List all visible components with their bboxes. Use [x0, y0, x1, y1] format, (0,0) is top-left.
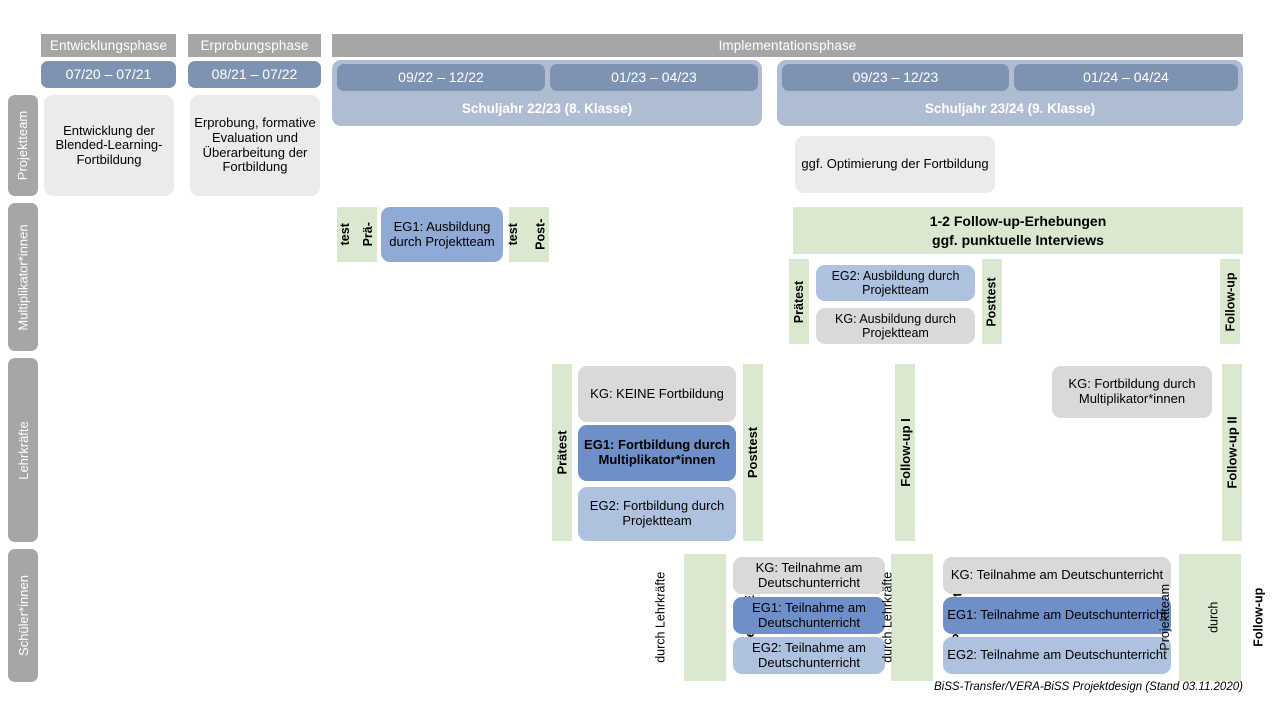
role-label-lehrkraefte-text: Lehrkräfte	[15, 420, 31, 480]
lehrkraefte-followup1-column: Follow-up I	[895, 364, 915, 541]
lehrkraefte-kg-keine-box: KG: KEINE Fortbildung	[578, 366, 736, 422]
schueler-eg2-box-2: EG2: Teilnahme am Deutschunterricht	[943, 637, 1171, 674]
lehrkraefte-eg1-box: EG1: Fortbildung durch Multiplikator*inn…	[578, 425, 736, 481]
multiplikatoren-posttest2-column: Posttest	[982, 259, 1002, 344]
multiplikatoren-pretest2-text: Prätest	[792, 280, 807, 323]
period-chip-0124-0424: 01/24 – 04/24	[1014, 64, 1238, 91]
lehrkraefte-followup1-text: Follow-up I	[897, 418, 913, 487]
period-chip-0922-1222: 09/22 – 12/22	[337, 64, 545, 91]
lehrkraefte-posttest-column: Posttest	[743, 364, 763, 541]
multiplikatoren-eg2-box: EG2: Ausbildung durch Projektteam	[816, 265, 975, 301]
phase-header-implementationsphase: Implementationsphase	[332, 34, 1243, 57]
role-label-schuelerinnen: Schüler*innen	[8, 549, 38, 682]
multiplikatoren-pretest-line2: test	[337, 223, 352, 246]
period-chip-0123-0423: 01/23 – 04/23	[550, 64, 758, 91]
schueler-followup-sub2: Projektteam	[1157, 584, 1172, 651]
period-chip-0720-0721: 07/20 – 07/21	[41, 61, 176, 88]
schueler-pretest-column: Prätest (VERA) durch Lehrkräfte	[653, 554, 757, 681]
multiplikatoren-posttest-line1: Post-	[532, 218, 547, 251]
multiplikatoren-eg1-box: EG1: Ausbildung durch Projektteam	[381, 207, 503, 262]
multiplikatoren-kg-box: KG: Ausbildung durch Projektteam	[816, 308, 975, 344]
multiplikatoren-followup-banner: 1-2 Follow-up-Erhebungen ggf. punktuelle…	[793, 207, 1243, 254]
period-chip-0923-1223: 09/23 – 12/23	[782, 64, 1009, 91]
multiplikatoren-followup-text: Follow-up	[1223, 271, 1238, 332]
schoolyear-label-2324: Schuljahr 23/24 (9. Klasse)	[924, 100, 1096, 116]
role-label-multiplikatorinnen: Multiplikator*innen	[8, 203, 38, 351]
role-label-projektteam-text: Projektteam	[15, 110, 31, 181]
lehrkraefte-kg-fortbildung-box: KG: Fortbildung durch Multiplikator*inne…	[1052, 366, 1212, 418]
projektteam-optimierung-box: ggf. Optimierung der Fortbildung	[795, 136, 995, 193]
followup-banner-line2: ggf. punktuelle Interviews	[932, 231, 1104, 248]
phase-header-erprobungsphase: Erprobungsphase	[188, 34, 321, 57]
lehrkraefte-pretest-column: Prätest	[552, 364, 572, 541]
phase-header-entwicklungsphase: Entwicklungsphase	[41, 34, 176, 57]
role-label-lehrkraefte: Lehrkräfte	[8, 358, 38, 542]
schueler-kg-box-2: KG: Teilnahme am Deutschunterricht	[943, 557, 1171, 594]
schoolyear-group-2324: 09/23 – 12/23 01/24 – 04/24 Schuljahr 23…	[777, 60, 1243, 126]
lehrkraefte-followup2-column: Follow-up II	[1222, 364, 1242, 541]
schueler-pretest-sub: durch Lehrkräfte	[653, 571, 668, 664]
multiplikatoren-followup-column: Follow-up	[1220, 259, 1240, 344]
multiplikatoren-pretest2-column: Prätest	[789, 259, 809, 344]
lehrkraefte-eg2-box: EG2: Fortbildung durch Projektteam	[578, 487, 736, 541]
multiplikatoren-pretest-column: Prä- test	[337, 207, 377, 262]
multiplikatoren-pretest-line1: Prä-	[360, 222, 375, 247]
projektteam-entwicklung-box: Entwicklung der Blended-Learning-Fortbil…	[44, 95, 174, 196]
projektteam-erprobung-box: Erprobung, formative Evaluation und Über…	[190, 95, 320, 196]
schueler-eg2-box-1: EG2: Teilnahme am Deutschunterricht	[733, 637, 885, 674]
role-label-multiplikatorinnen-text: Multiplikator*innen	[15, 223, 31, 331]
role-label-schuelerinnen-text: Schüler*innen	[15, 575, 31, 656]
schueler-kg-box-1: KG: Teilnahme am Deutschunterricht	[733, 557, 885, 594]
lehrkraefte-pretest-text: Prätest	[554, 430, 570, 475]
schueler-followup-column: Follow-up durch Projektteam	[1158, 554, 1266, 681]
period-chip-0821-0722: 08/21 – 07/22	[188, 61, 321, 88]
schueler-eg1-box-1: EG1: Teilnahme am Deutschunterricht	[733, 597, 885, 634]
followup-banner-line1: 1-2 Follow-up-Erhebungen	[929, 213, 1107, 230]
schueler-eg1-box-2: EG1: Teilnahme am Deutschunterricht	[943, 597, 1171, 634]
multiplikatoren-posttest-line2: test	[506, 223, 521, 246]
schueler-posttest-column: Posttest durch Lehrkräfte	[880, 554, 964, 681]
role-label-projektteam: Projektteam	[8, 95, 38, 196]
lehrkraefte-posttest-text: Posttest	[745, 426, 761, 479]
schoolyear-group-2223: 09/22 – 12/22 01/23 – 04/23 Schuljahr 22…	[332, 60, 762, 126]
schueler-followup-sub1: durch	[1206, 601, 1221, 634]
multiplikatoren-posttest2-text: Posttest	[985, 276, 1000, 327]
schoolyear-label-2223: Schuljahr 22/23 (8. Klasse)	[461, 100, 633, 116]
lehrkraefte-followup2-text: Follow-up II	[1224, 416, 1240, 489]
footer-source-note: BiSS-Transfer/VERA-BiSS Projektdesign (S…	[934, 681, 1243, 693]
multiplikatoren-posttest-column: Post- test	[506, 207, 549, 262]
schueler-followup-bold: Follow-up	[1251, 587, 1266, 648]
schueler-posttest-sub: durch Lehrkräfte	[880, 571, 895, 664]
